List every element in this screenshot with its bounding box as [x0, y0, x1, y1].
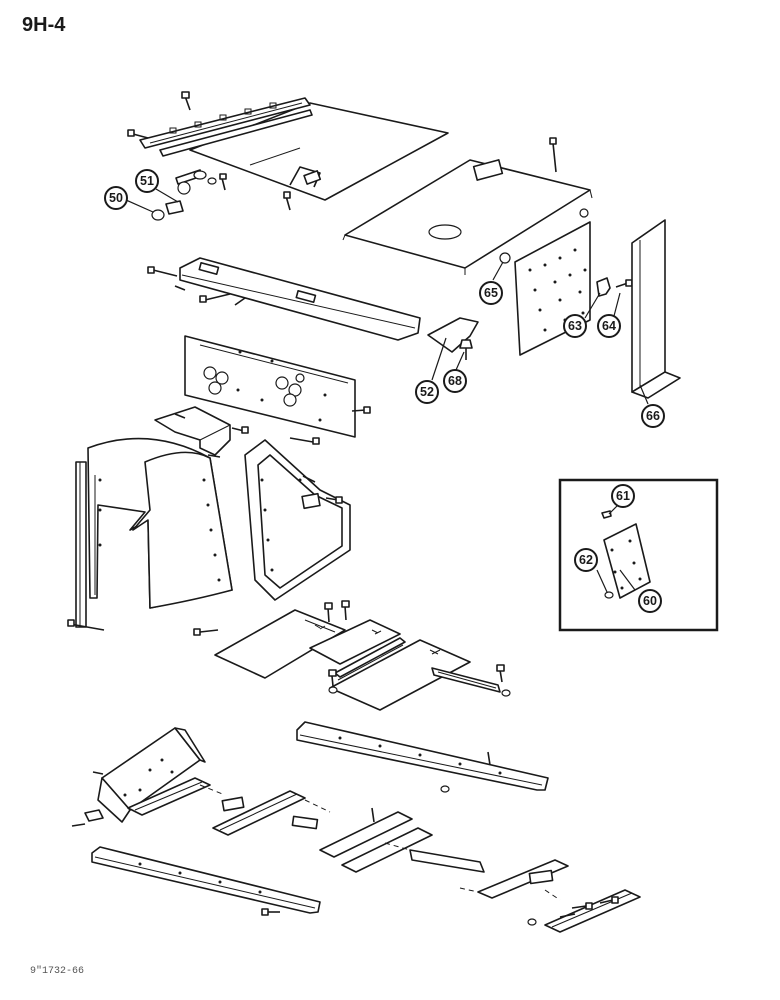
page-id: 9H-4: [22, 14, 66, 36]
cross-member-3: [291, 807, 433, 873]
cross-member-5: [477, 859, 569, 899]
svg-text:61: 61: [616, 489, 630, 503]
svg-text:60: 60: [643, 594, 657, 608]
drawing-reference-code: 9"1732-66: [30, 966, 85, 977]
callout-52: 52: [415, 380, 439, 404]
floor-plate-left: [214, 609, 346, 679]
top-rail-bolts: [127, 91, 291, 211]
clip-63: [596, 277, 611, 297]
svg-text:65: 65: [484, 286, 498, 300]
instrument-panel: [184, 335, 371, 438]
rear-frame-beam: [296, 721, 549, 793]
cross-member-1: [127, 777, 211, 816]
floor-plate-center: [309, 619, 401, 665]
floor-bolts: [324, 600, 350, 694]
callout-64: 64: [597, 314, 621, 338]
svg-text:66: 66: [646, 409, 660, 423]
top-rail: [139, 97, 313, 157]
front-frame-beam: [91, 846, 321, 916]
callout-63: 63: [563, 314, 587, 338]
callout-62: 62: [574, 548, 598, 572]
left-side-panel: [87, 437, 233, 609]
floor-plate-right: [329, 637, 471, 711]
hinge-pin-hardware: [151, 169, 217, 221]
callout-50: 50: [104, 186, 128, 210]
cross-member-2: [212, 790, 306, 836]
svg-text:50: 50: [109, 191, 123, 205]
nut-65: [499, 252, 511, 264]
callout-65: 65: [479, 281, 503, 305]
frame-dash-lines: [199, 784, 561, 901]
svg-text:52: 52: [420, 385, 434, 399]
cross-member-6: [527, 889, 641, 933]
vertical-post: [67, 461, 105, 631]
tall-post-66: [631, 219, 681, 399]
leader-lines: [125, 188, 649, 593]
mounting-bracket: [154, 406, 249, 456]
svg-text:63: 63: [568, 319, 582, 333]
callout-60: 60: [638, 589, 662, 613]
bracket-52: [427, 317, 479, 353]
top-cover-plate: [342, 137, 593, 275]
callout-68: 68: [443, 369, 467, 393]
svg-text:51: 51: [140, 174, 154, 188]
svg-text:62: 62: [579, 553, 593, 567]
long-beam: [147, 257, 421, 341]
svg-text:68: 68: [448, 374, 462, 388]
callout-66: 66: [641, 404, 665, 428]
floor-rail: [431, 664, 511, 697]
cross-member-4: [384, 842, 485, 873]
bolt-68: [459, 339, 473, 360]
screw-64: [615, 279, 633, 288]
left-frame-bracket: [71, 727, 206, 827]
panel-screws: [193, 437, 320, 636]
door-panel: [244, 439, 351, 601]
callout-51: 51: [135, 169, 159, 193]
callout-61: 61: [611, 484, 635, 508]
svg-text:64: 64: [602, 319, 616, 333]
